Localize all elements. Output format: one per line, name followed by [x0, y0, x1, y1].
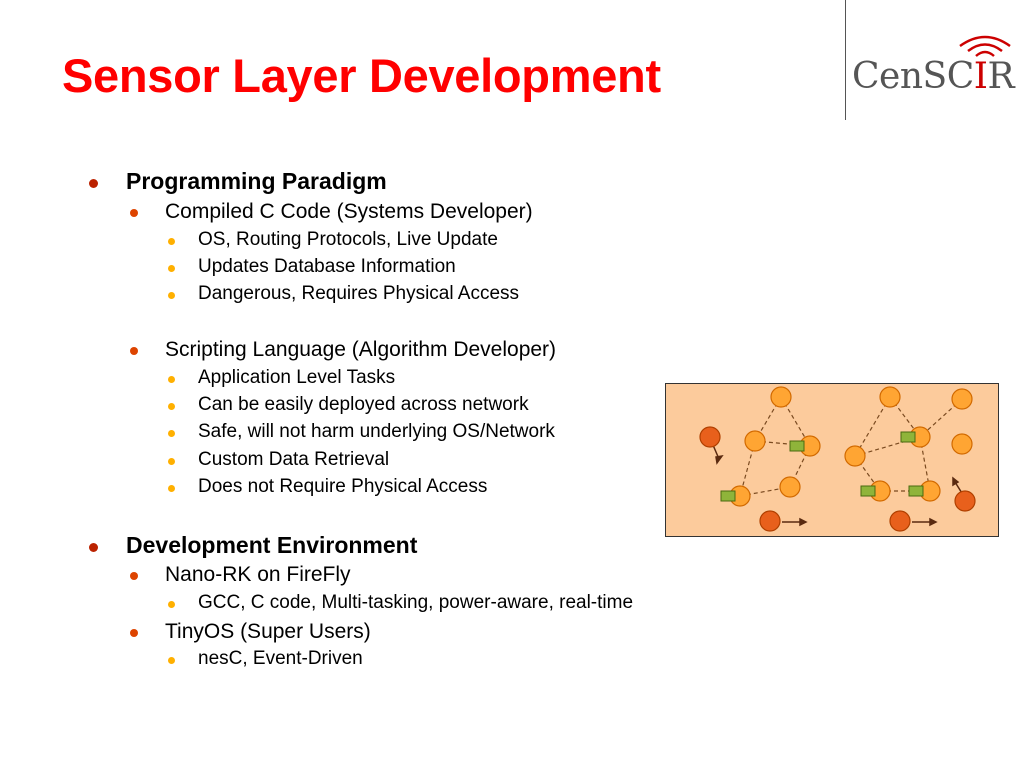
- outline-item-safe: Safe, will not harm underlying OS/Networ…: [198, 421, 555, 442]
- bullet-dot: [89, 543, 98, 552]
- outline-item-nano-rk: Nano-RK on FireFly: [165, 563, 351, 586]
- sensor-network-illustration: [665, 383, 999, 537]
- bullet-dot: [130, 629, 138, 637]
- bullet-dot: [168, 376, 175, 383]
- outline-item-easily-deployed: Can be easily deployed across network: [198, 394, 529, 415]
- outline-item-scripting: Scripting Language (Algorithm Developer): [165, 338, 557, 361]
- header-divider: [845, 0, 846, 120]
- outline-item-compiled-c: Compiled C Code (Systems Developer): [165, 200, 533, 223]
- wireless-signal-icon: [959, 35, 1011, 57]
- bullet-dot: [168, 238, 175, 245]
- logo-text-accent: I: [973, 56, 988, 97]
- logo-text-main: CenSC: [852, 56, 974, 97]
- bullet-dot: [168, 403, 175, 410]
- bullet-dot: [130, 209, 138, 217]
- bullet-dot: [168, 430, 175, 437]
- outline-item-app-level: Application Level Tasks: [198, 367, 396, 388]
- outline-item-dev-environment: Development Environment: [126, 532, 418, 558]
- bullet-dot: [168, 458, 175, 465]
- logo-text-end: R: [987, 56, 1015, 97]
- bullet-dot: [168, 657, 175, 664]
- bullet-dot: [130, 347, 138, 355]
- outline-item-nesc: nesC, Event-Driven: [198, 648, 363, 669]
- bullet-dot: [168, 485, 175, 492]
- outline-item-os-routing: OS, Routing Protocols, Live Update: [198, 229, 498, 250]
- sensor-network-diagram: [665, 383, 999, 537]
- outline-item-updates-db: Updates Database Information: [198, 256, 456, 277]
- bullet-dot: [89, 179, 98, 188]
- bullet-dot: [168, 292, 175, 299]
- censcir-logo: CenSCIR: [852, 26, 1022, 100]
- logo-wordmark: CenSCIR: [852, 56, 1015, 97]
- outline-item-dangerous: Dangerous, Requires Physical Access: [198, 283, 520, 304]
- outline-item-gcc: GCC, C code, Multi-tasking, power-aware,…: [198, 592, 634, 613]
- bullet-dot: [130, 572, 138, 580]
- outline-item-programming-paradigm: Programming Paradigm: [126, 168, 387, 194]
- bullet-dot: [168, 601, 175, 608]
- outline-item-tinyos: TinyOS (Super Users): [165, 620, 371, 643]
- outline-item-no-physical: Does not Require Physical Access: [198, 476, 488, 497]
- outline-item-custom-data: Custom Data Retrieval: [198, 449, 390, 470]
- bullet-dot: [168, 265, 175, 272]
- slide-title: Sensor Layer Development: [62, 49, 661, 102]
